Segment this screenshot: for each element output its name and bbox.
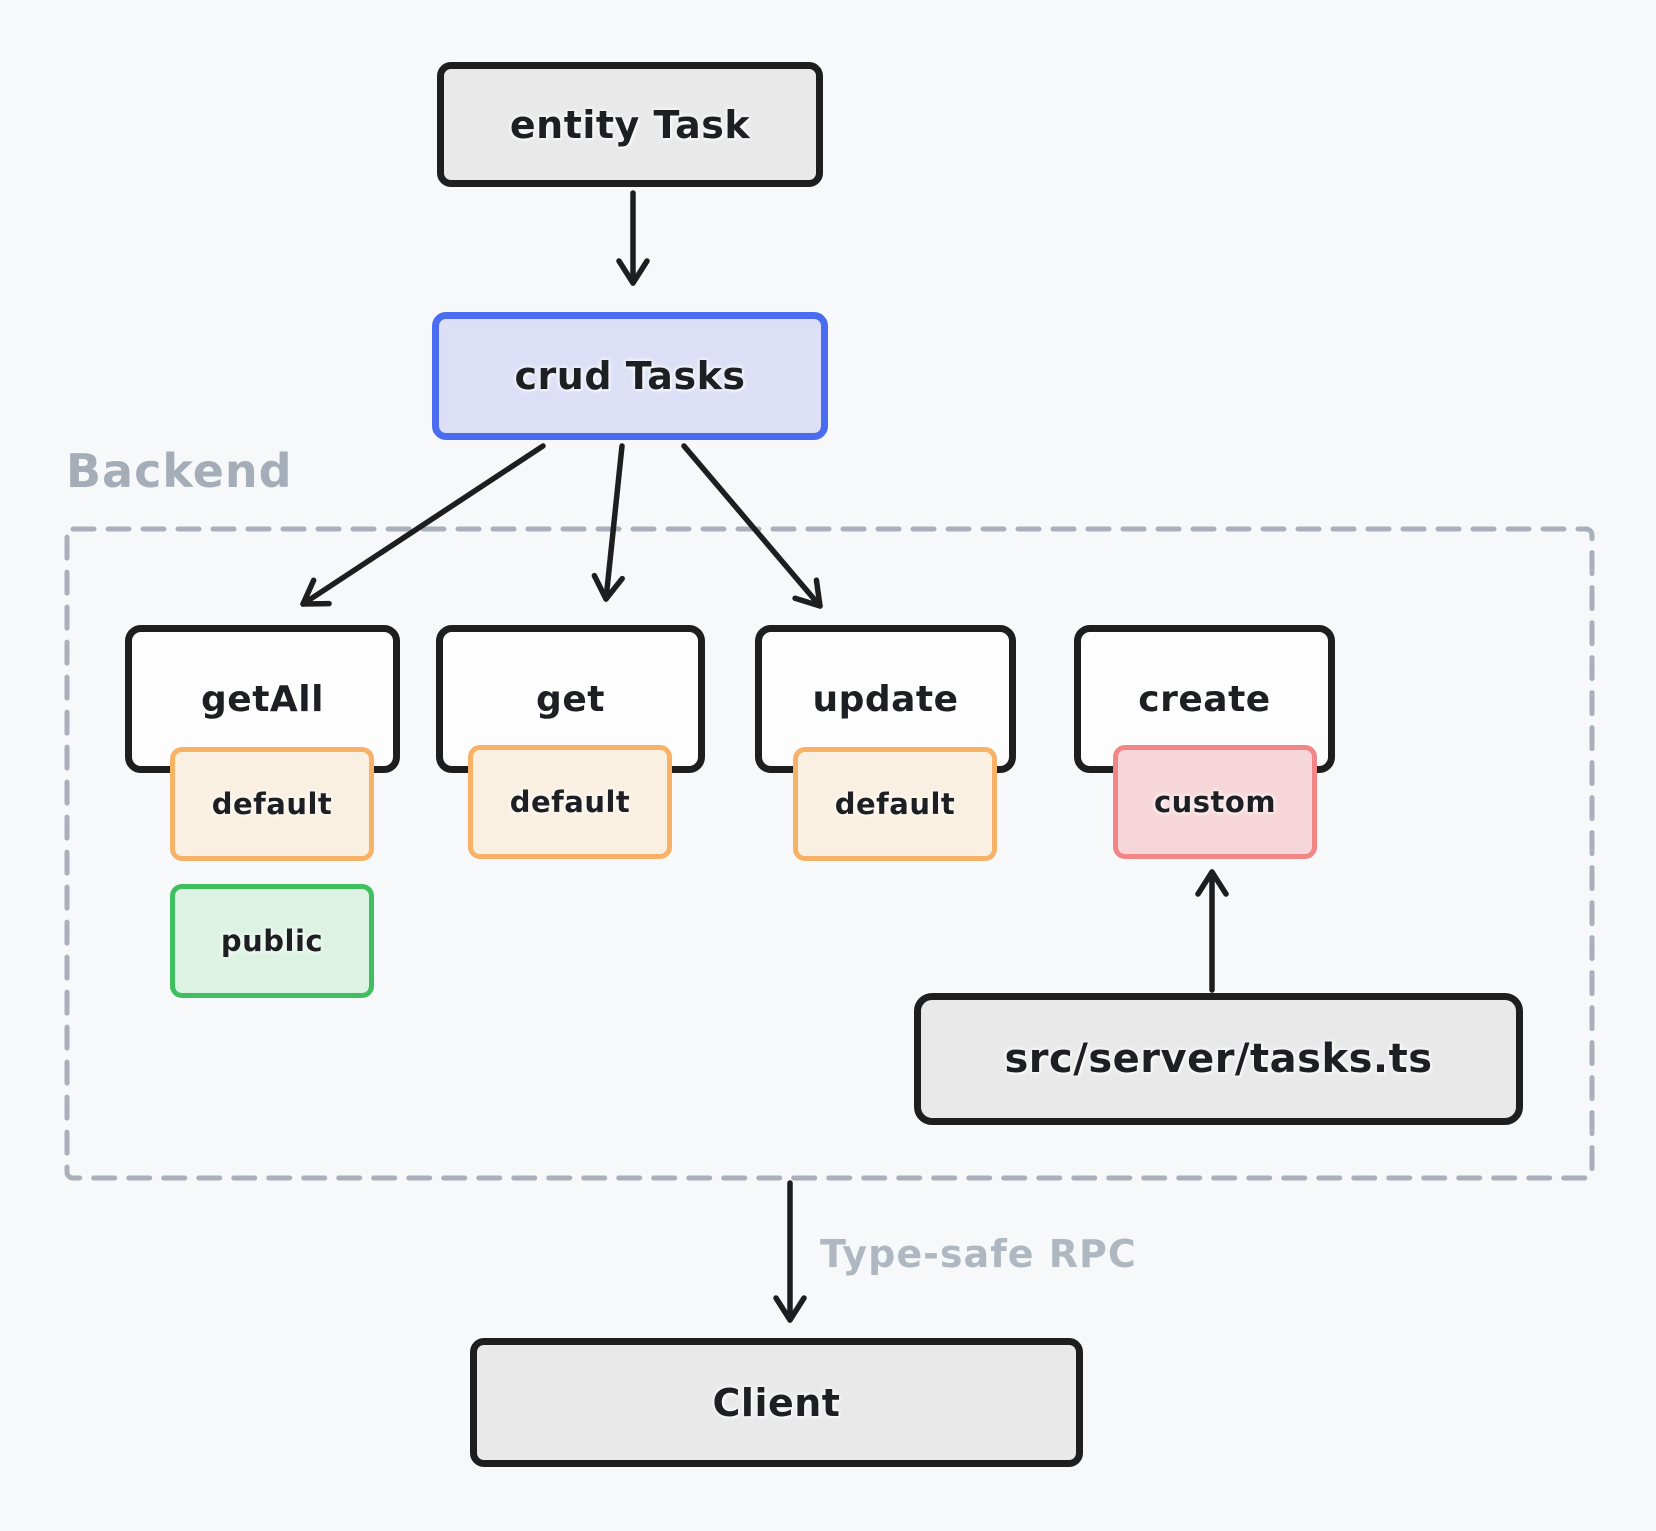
arrow-crud-to-getall — [300, 443, 546, 607]
node-entity-task-label: entity Task — [509, 102, 751, 147]
badge-create-custom-label: custom — [1153, 785, 1277, 819]
node-server-file-label: src/server/tasks.ts — [1004, 1036, 1433, 1082]
badge-get-default: default — [468, 745, 672, 859]
badge-create-custom: custom — [1113, 745, 1317, 859]
node-getall-label: getAll — [201, 678, 324, 720]
node-create-label: create — [1138, 678, 1271, 720]
badge-getall-default: default — [170, 747, 374, 861]
node-client: Client — [470, 1338, 1083, 1467]
badge-update-default-label: default — [834, 787, 956, 821]
node-entity-task: entity Task — [437, 62, 823, 187]
badge-getall-default-label: default — [211, 787, 333, 821]
rpc-label: Type-safe RPC — [820, 1232, 1137, 1276]
badge-getall-public-label: public — [220, 924, 324, 958]
badge-getall-public: public — [170, 884, 374, 998]
node-server-file: src/server/tasks.ts — [914, 993, 1523, 1125]
node-update-label: update — [812, 678, 959, 720]
backend-zone-label: Backend — [66, 444, 293, 498]
arrow-crud-to-update — [681, 443, 823, 609]
node-get-label: get — [536, 678, 605, 720]
node-client-label: Client — [712, 1380, 841, 1425]
arrow-crud-to-get — [591, 443, 625, 602]
node-crud-tasks-label: crud Tasks — [514, 354, 746, 398]
node-crud-tasks: crud Tasks — [432, 312, 828, 440]
badge-update-default: default — [793, 747, 997, 861]
badge-get-default-label: default — [509, 785, 631, 819]
